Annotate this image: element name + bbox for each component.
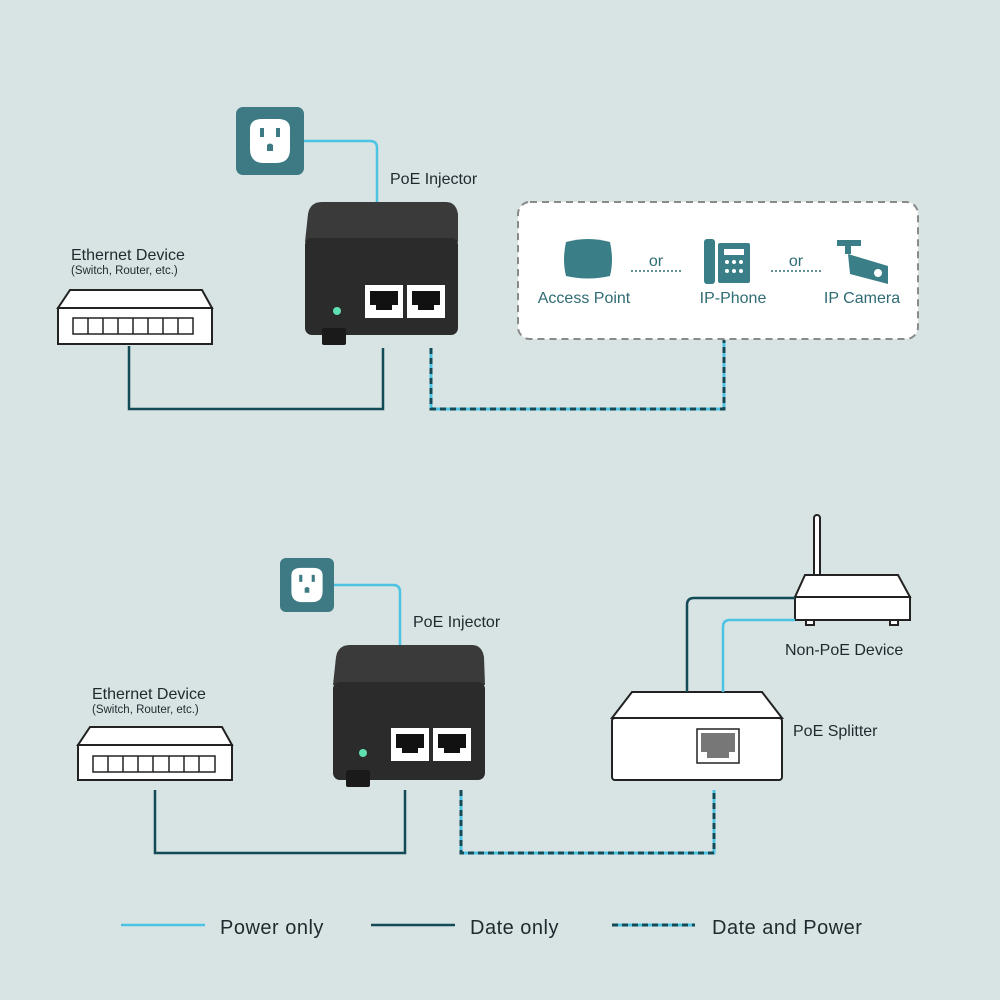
rj45-port-icon: [391, 728, 429, 761]
switch-icon: [76, 726, 234, 781]
legend-power-label: Power only: [220, 917, 324, 939]
ethernet-device-title: Ethernet Device: [71, 247, 185, 264]
ip-camera-icon: [837, 240, 888, 284]
injector-label: PoE Injector: [390, 171, 478, 188]
data-power-line: [459, 790, 716, 855]
data-power-line-dash: [459, 790, 716, 855]
power-line: [721, 618, 795, 692]
legend-data-label: Date only: [470, 917, 559, 939]
legend: Power only Date only Date and Power: [121, 917, 862, 939]
or-separator: or: [649, 253, 664, 270]
or-separator: or: [789, 253, 804, 270]
poe-splitter: [609, 691, 785, 781]
splitter-label: PoE Splitter: [793, 723, 878, 740]
rj45-port-icon: [407, 285, 445, 318]
legend-data-power-label: Date and Power: [712, 917, 862, 939]
power-plug-icon: [322, 328, 346, 345]
led-icon: [359, 749, 367, 757]
top-section: PoE Injector Ethernet Device (Switch, Ro…: [56, 107, 919, 411]
access-point-icon: [564, 239, 612, 279]
data-power-line: [429, 340, 726, 411]
poe-injector: [305, 202, 458, 345]
non-poe-router-icon: [793, 514, 912, 626]
ethernet-device-title: Ethernet Device: [92, 686, 206, 703]
injector-label: PoE Injector: [413, 614, 501, 631]
data-line: [685, 596, 795, 692]
rj45-port-icon: [433, 728, 471, 761]
data-line: [127, 346, 385, 411]
power-line: [304, 139, 379, 202]
ip-phone-label: IP-Phone: [700, 290, 767, 307]
outlet-glyph-icon: [250, 119, 290, 163]
data-power-line-dash: [429, 340, 726, 411]
data-line: [153, 790, 407, 855]
ip-phone-icon: [704, 239, 750, 284]
ethernet-device-subtitle: (Switch, Router, etc.): [71, 265, 178, 277]
rj45-port-icon: [365, 285, 403, 318]
outlet-glyph-icon: [291, 567, 323, 603]
ip-camera-label: IP Camera: [824, 290, 900, 307]
switch-icon: [56, 289, 214, 345]
ethernet-device-subtitle: (Switch, Router, etc.): [92, 704, 199, 716]
access-point-label: Access Point: [538, 290, 631, 307]
power-line: [334, 583, 402, 645]
led-icon: [333, 307, 341, 315]
bottom-section: PoE Injector Ethernet Device (Switch, Ro…: [76, 514, 912, 855]
poe-injector: [333, 645, 485, 787]
power-plug-icon: [346, 770, 370, 787]
non-poe-device-label: Non-PoE Device: [785, 642, 903, 659]
